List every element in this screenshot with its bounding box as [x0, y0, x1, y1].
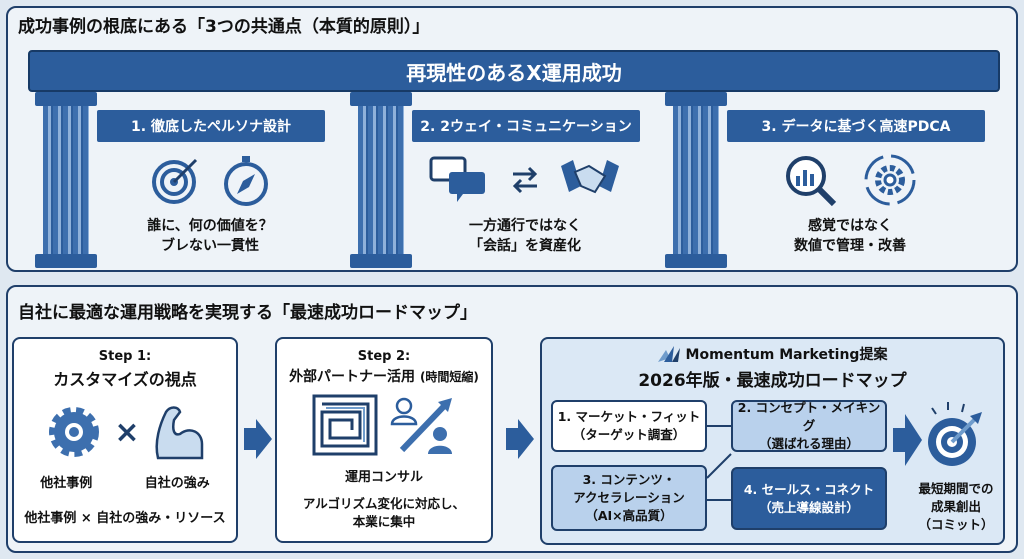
consultant-growth-icon: [390, 397, 452, 454]
step-2-card: Step 2: 外部パートナー活用 (時間短縮) 運用コンサル アルゴリズム変化…: [275, 337, 493, 543]
step-1-caption: 他社事例 × 自社の強み・リソース: [24, 511, 226, 526]
goal-line2: 成果創出: [930, 499, 981, 514]
goal-line1: 最短期間での: [918, 481, 994, 496]
goal-text: 最短期間での 成果創出 （コミット）: [906, 480, 1006, 534]
roadmap-arrow: [893, 428, 905, 452]
principle-1-line1: 誰に、何の価値を？: [147, 218, 273, 234]
principle-1-heading: 1. 徹底したペルソナ設計: [97, 110, 325, 142]
principle-1-icons: [100, 150, 320, 210]
step-1-title: カスタマイズの視点: [53, 370, 197, 389]
step-arrow-2-head: [518, 419, 534, 459]
roadmap-arrow-head: [905, 414, 922, 466]
step-arrow-1-head: [256, 419, 272, 459]
pillar-3: [665, 92, 727, 268]
roadmap-step-1-line1: 1. マーケット・フィット: [557, 409, 701, 424]
exchange-arrows-icon: [512, 166, 538, 194]
principle-1-line2: ブレない一貫性: [161, 238, 259, 254]
principle-2-text: 一方通行ではなく「会話」を資産化: [415, 216, 635, 256]
handshake-icon: [561, 160, 619, 194]
roadmap-step-4-line2: （売上導線設計）: [758, 499, 859, 515]
principle-2-icons: [415, 150, 635, 210]
gear-cycle-icon: [864, 154, 916, 206]
roadmap-step-4: 4. セールス・コネクト （売上導線設計）: [731, 467, 887, 530]
roadmap-title: 2026年版・最速成功ロードマップ: [638, 371, 907, 391]
goal-target-icon: [928, 402, 982, 466]
target-icon: [152, 158, 198, 204]
step-2-title: 外部パートナー活用: [289, 369, 416, 385]
roadmap-step-3: 3. コンテンツ・アクセラレーション （AI×高品質）: [551, 465, 707, 531]
roadmap-connectors: [706, 425, 732, 501]
momentum-logo-icon: [657, 346, 680, 362]
principle-1-text: 誰に、何の価値を？ ブレない一貫性: [100, 216, 320, 256]
brand-line: Momentum Marketing提案: [540, 344, 1005, 364]
own-strength-label: 自社の強み: [144, 476, 210, 491]
roadmap-step-2: 2. コンセプト・メイキング （選ばれる理由）: [731, 400, 887, 452]
principle-2-heading: 2. 2ウェイ・コミュニケーション: [412, 110, 640, 142]
roadmap-step-1: 1. マーケット・フィット （ターゲット調査）: [551, 400, 707, 452]
roadmap-step-2-line1: 2. コンセプト・メイキング: [737, 400, 881, 433]
flexed-arm-icon: [155, 406, 203, 460]
step-2-caption-2: 本業に集中: [352, 514, 416, 529]
roadmap-step-1-line2: （ターゲット調査）: [572, 427, 686, 442]
roadmap-step-3-line3: （AI×高品質）: [585, 508, 673, 523]
roadmap-step-4-line1: 4. セールス・コネクト: [743, 481, 875, 497]
step-2-caption-1: アルゴリズム変化に対応し、: [302, 496, 466, 511]
principle-2-line2: 「会話」を資産化: [469, 238, 581, 254]
principle-3-heading: 3. データに基づく高速PDCA: [727, 110, 985, 142]
step-arrow-1: [244, 428, 256, 450]
principle-3-line1: 感覚ではなく: [808, 218, 892, 234]
principle-3-line2: 数値で管理・改善: [794, 238, 906, 254]
consultant-label: 運用コンサル: [344, 470, 423, 485]
compass-icon: [224, 156, 268, 206]
pillar-2: [350, 92, 412, 268]
goal-line3: （コミット）: [918, 517, 994, 532]
step-arrow-2: [506, 428, 518, 450]
principle-3-text: 感覚ではなく数値で管理・改善: [740, 216, 960, 256]
roadmap-step-2-line2: （選ばれる理由）: [758, 436, 859, 451]
brand-name: Momentum Marketing提案: [685, 347, 888, 363]
step-1-number: Step 1:: [98, 349, 152, 364]
pillar-1: [35, 92, 97, 268]
principles-title: 成功事例の根底にある「3つの共通点（本質的原則）」: [18, 17, 430, 37]
principle-3-icons: [740, 150, 960, 210]
other-company-label: 他社事例: [40, 476, 93, 491]
roadmap-section-title: 自社に最適な運用戦略を実現する「最速成功ロードマップ」: [18, 303, 477, 323]
analytics-magnifier-icon: [786, 156, 837, 207]
principle-2-line1: 一方通行ではなく: [469, 218, 581, 234]
roadmap-step-3-line1: 3. コンテンツ・: [582, 472, 676, 487]
times-symbol: ×: [114, 414, 140, 450]
step-1-card: Step 1: カスタマイズの視点 × 他社事例 自社の強み 他社事例 × 自社…: [12, 337, 238, 543]
chat-bubbles-icon: [429, 156, 485, 202]
roadmap-step-3-line2: アクセラレーション: [573, 490, 685, 505]
step-2-number: Step 2:: [357, 349, 411, 364]
banner: 再現性のあるX運用成功: [28, 50, 1000, 92]
maze-icon: [312, 394, 378, 456]
gear-icon: [49, 407, 100, 457]
step-2-title-suffix: (時間短縮): [419, 370, 479, 384]
